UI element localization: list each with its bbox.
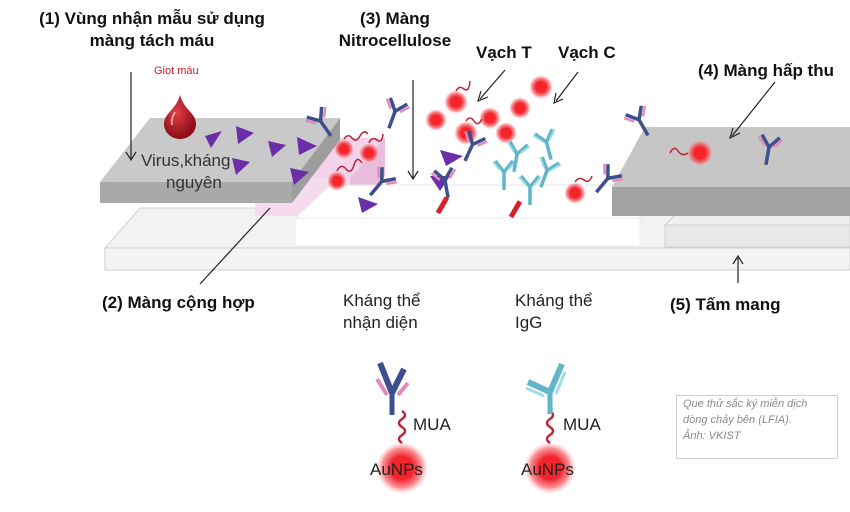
leader-lines [125,69,776,285]
virus-antigen-label-line1: Virus,kháng [141,151,231,170]
conjugate-pad-label: (2) Màng cộng hợp [102,293,255,312]
photo-caption: Que thử sắc ký miễn dịch dòng chảy bên (… [676,395,838,459]
control-line-stripe [508,200,523,219]
sample-zone-label-line1: (1) Vùng nhận mẫu sử dụng [39,9,265,28]
caption-line2: dòng chảy bên (LFIA). [683,414,792,426]
absorbent-pad [612,127,850,216]
nitrocellulose-label-line1: (3) Màng [360,9,430,28]
antigen-triangles [205,126,463,213]
detection-antibody-label-line1: Kháng thể [343,291,421,310]
sample-zone-label-line2: màng tách máu [89,31,215,50]
virus-antigen-label-line2: nguyên [166,173,222,192]
legend-detection-antibody [375,361,428,494]
backing-card-label: (5) Tấm mang [670,295,781,314]
absorbent-pad-label: (4) Màng hấp thu [698,61,834,80]
blood-drop-label: Giọt máu [154,65,199,77]
test-line-label: Vạch T [476,43,532,62]
igg-antibody-label-line2: IgG [515,313,543,332]
caption-line1: Que thử sắc ký miễn dịch [683,398,808,410]
nitrocellulose-membrane [293,184,661,247]
blood-drop-icon [164,95,196,139]
control-line-label: Vạch C [558,43,616,62]
sample-pad [100,118,340,203]
mua-label-right: MUA [563,415,601,434]
legend-igg-antibody [524,362,576,494]
detection-antibody-label-line2: nhận diện [343,313,418,332]
mua-label-left: MUA [413,415,451,434]
nitrocellulose-label-line2: Nitrocellulose [338,31,452,50]
igg-antibody-label-line1: Kháng thể [515,291,593,310]
mua-linkers [336,80,689,183]
aunps-label-right: AuNPs [521,460,574,479]
test-line-stripe [435,196,450,215]
aunps-label-left: AuNPs [370,460,423,479]
caption-line3: Ảnh: VKIST [683,430,741,442]
